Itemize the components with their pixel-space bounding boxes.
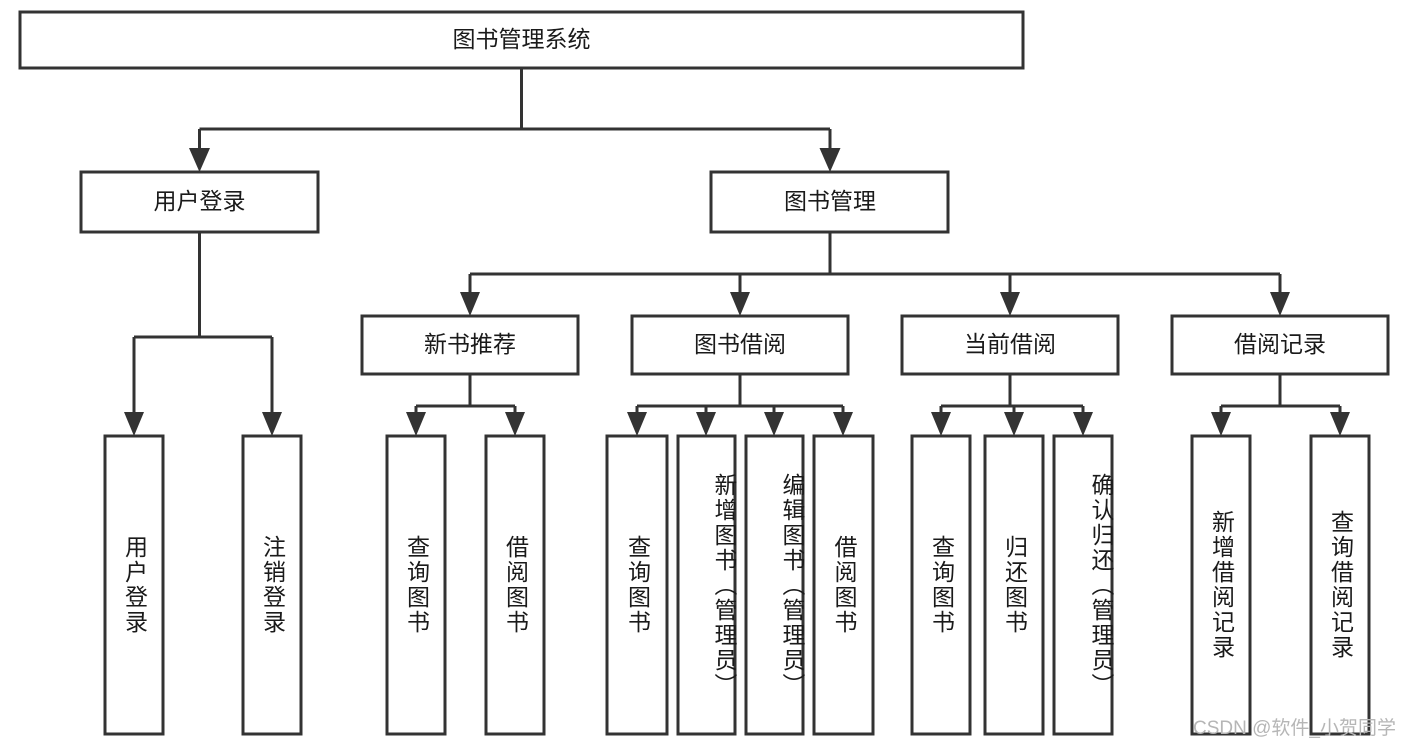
arrow-head-bookborrow-leaf-2 bbox=[696, 412, 716, 436]
connector-group-borrow-record bbox=[1211, 374, 1350, 436]
arrow-head-user-login bbox=[189, 148, 210, 172]
node-book-mgmt[interactable]: 图书管理 bbox=[709, 170, 950, 234]
node-new-book-recommend[interactable]: 新书推荐 bbox=[360, 314, 580, 376]
arrow-head-leaf-logout bbox=[262, 412, 282, 436]
leaf-rect-query-book-current[interactable] bbox=[910, 434, 972, 736]
connector-group-book-borrow bbox=[627, 374, 853, 436]
arrow-head-currentborrow-leaf-1 bbox=[931, 412, 951, 436]
node-book-borrow[interactable]: 图书借阅 bbox=[630, 314, 850, 376]
connector-group-new-book bbox=[406, 374, 525, 436]
node-book-borrow-label: 图书借阅 bbox=[694, 331, 786, 357]
leaf-rect-query-borrow-record[interactable] bbox=[1309, 434, 1371, 736]
node-root[interactable]: 图书管理系统 bbox=[18, 10, 1025, 70]
node-borrow-record-label: 借阅记录 bbox=[1234, 331, 1326, 357]
leaf-rect-add-book-admin[interactable] bbox=[676, 434, 737, 736]
connector-group-book-mgmt bbox=[460, 232, 1290, 316]
node-book-borrow-rect[interactable] bbox=[630, 314, 850, 376]
node-user-login-rect[interactable] bbox=[79, 170, 320, 234]
arrow-head-bookborrow-leaf-1 bbox=[627, 412, 647, 436]
arrow-head-bookborrow-leaf-3 bbox=[764, 412, 784, 436]
leaf-rect-borrow-book[interactable] bbox=[812, 434, 875, 736]
leaf-rect-query-book-borrow[interactable] bbox=[605, 434, 669, 736]
leaf-rect-add-borrow-record[interactable] bbox=[1190, 434, 1252, 736]
node-root-label: 图书管理系统 bbox=[453, 26, 591, 52]
arrow-head-book-borrow bbox=[730, 292, 750, 316]
node-root-rect[interactable] bbox=[18, 10, 1025, 70]
arrow-head-currentborrow-leaf-3 bbox=[1073, 412, 1093, 436]
arrow-head-currentborrow-leaf-2 bbox=[1004, 412, 1024, 436]
arrow-head-current-borrow bbox=[1000, 292, 1020, 316]
arrow-head-bookborrow-leaf-4 bbox=[833, 412, 853, 436]
leaf-rect-user-login[interactable] bbox=[103, 434, 165, 736]
leaf-rect-edit-book-admin[interactable] bbox=[744, 434, 805, 736]
watermark-text: CSDN @软件_小贺同学 bbox=[1193, 718, 1396, 739]
arrow-head-borrow-record bbox=[1270, 292, 1290, 316]
node-user-login[interactable]: 用户登录 bbox=[79, 170, 320, 234]
leaf-rect-logout[interactable] bbox=[241, 434, 303, 736]
connector-group-user-login bbox=[124, 232, 282, 436]
leaf-rect-query-book-newbook[interactable] bbox=[385, 434, 447, 736]
node-user-login-label: 用户登录 bbox=[154, 188, 246, 214]
leaf-rect-confirm-return-admin[interactable] bbox=[1052, 434, 1114, 736]
node-book-mgmt-label: 图书管理 bbox=[784, 188, 876, 214]
node-current-borrow[interactable]: 当前借阅 bbox=[900, 314, 1120, 376]
node-new-book-recommend-rect[interactable] bbox=[360, 314, 580, 376]
arrow-head-newbook-leaf-2 bbox=[505, 412, 525, 436]
leaf-rect-return-book[interactable] bbox=[983, 434, 1045, 736]
arrow-head-newbook-leaf-1 bbox=[406, 412, 426, 436]
connector-group-current-borrow bbox=[931, 374, 1093, 436]
arrow-head-new-book bbox=[460, 292, 480, 316]
node-borrow-record[interactable]: 借阅记录 bbox=[1170, 314, 1390, 376]
leaf-rect-borrow-book-newbook[interactable] bbox=[484, 434, 546, 736]
node-book-mgmt-rect[interactable] bbox=[709, 170, 950, 234]
connector-group-root bbox=[189, 68, 841, 172]
arrow-head-borrowrecord-leaf-2 bbox=[1330, 412, 1350, 436]
arrow-head-borrowrecord-leaf-1 bbox=[1211, 412, 1231, 436]
arrow-head-book-mgmt bbox=[819, 148, 841, 172]
arrow-head-leaf-user-login bbox=[124, 412, 144, 436]
node-borrow-record-rect[interactable] bbox=[1170, 314, 1390, 376]
node-current-borrow-rect[interactable] bbox=[900, 314, 1120, 376]
node-current-borrow-label: 当前借阅 bbox=[964, 331, 1056, 357]
node-new-book-recommend-label: 新书推荐 bbox=[424, 331, 516, 357]
